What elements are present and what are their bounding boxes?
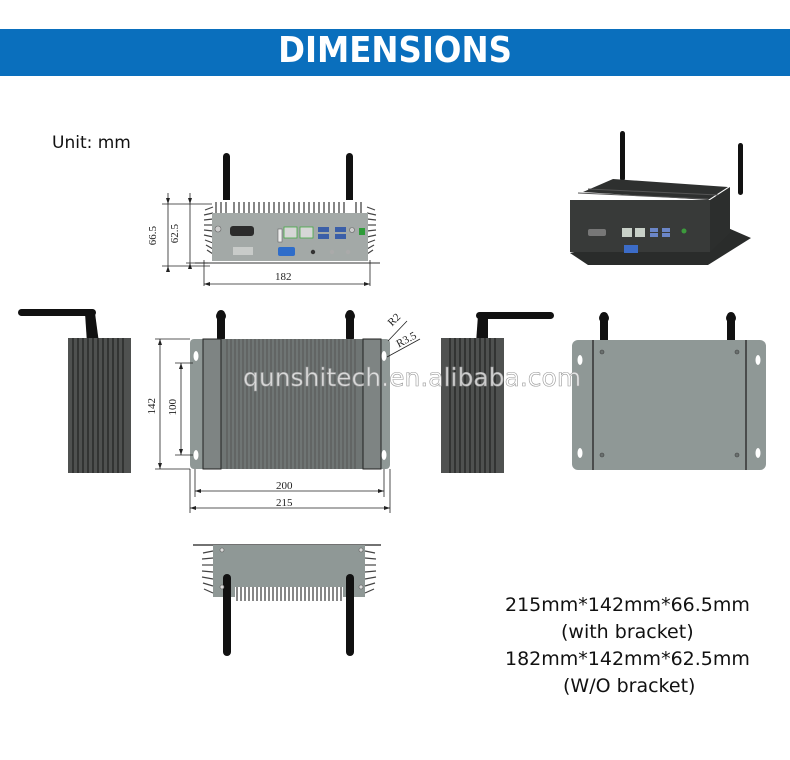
front-width-label: 182 [275,271,292,283]
hole-spacing-vertical-label: 100 [167,399,179,416]
spec-with-bracket-note: (with bracket) [561,621,694,643]
spec-with-bracket: 215mm*142mm*66.5mm [505,594,750,616]
top-view-drawing [155,310,421,513]
height-with-bracket-label: 66.5 [147,226,159,246]
hole-spacing-horizontal-label: 200 [276,480,293,492]
overall-width-label: 215 [276,497,293,509]
unit-label: Unit: mm [52,133,131,153]
header-banner: DIMENSIONS [0,29,790,76]
front-view-drawing [162,153,380,286]
watermark-text: qunshitech.en.alibaba.com [243,363,582,393]
left-side-view [18,309,131,473]
right-side-view [441,312,554,473]
spec-without-bracket: 182mm*142mm*62.5mm [505,648,750,670]
product-photo [570,131,751,265]
overall-height-label: 142 [146,398,158,415]
bottom-view-drawing [572,312,766,470]
spec-without-bracket-note: (W/O bracket) [563,675,696,697]
dimension-specs: 215mm*142mm*66.5mm (with bracket) 182mm*… [505,592,750,700]
underside-view-drawing [193,544,381,656]
height-without-bracket-label: 62.5 [169,224,181,244]
page-title: DIMENSIONS [278,30,512,71]
